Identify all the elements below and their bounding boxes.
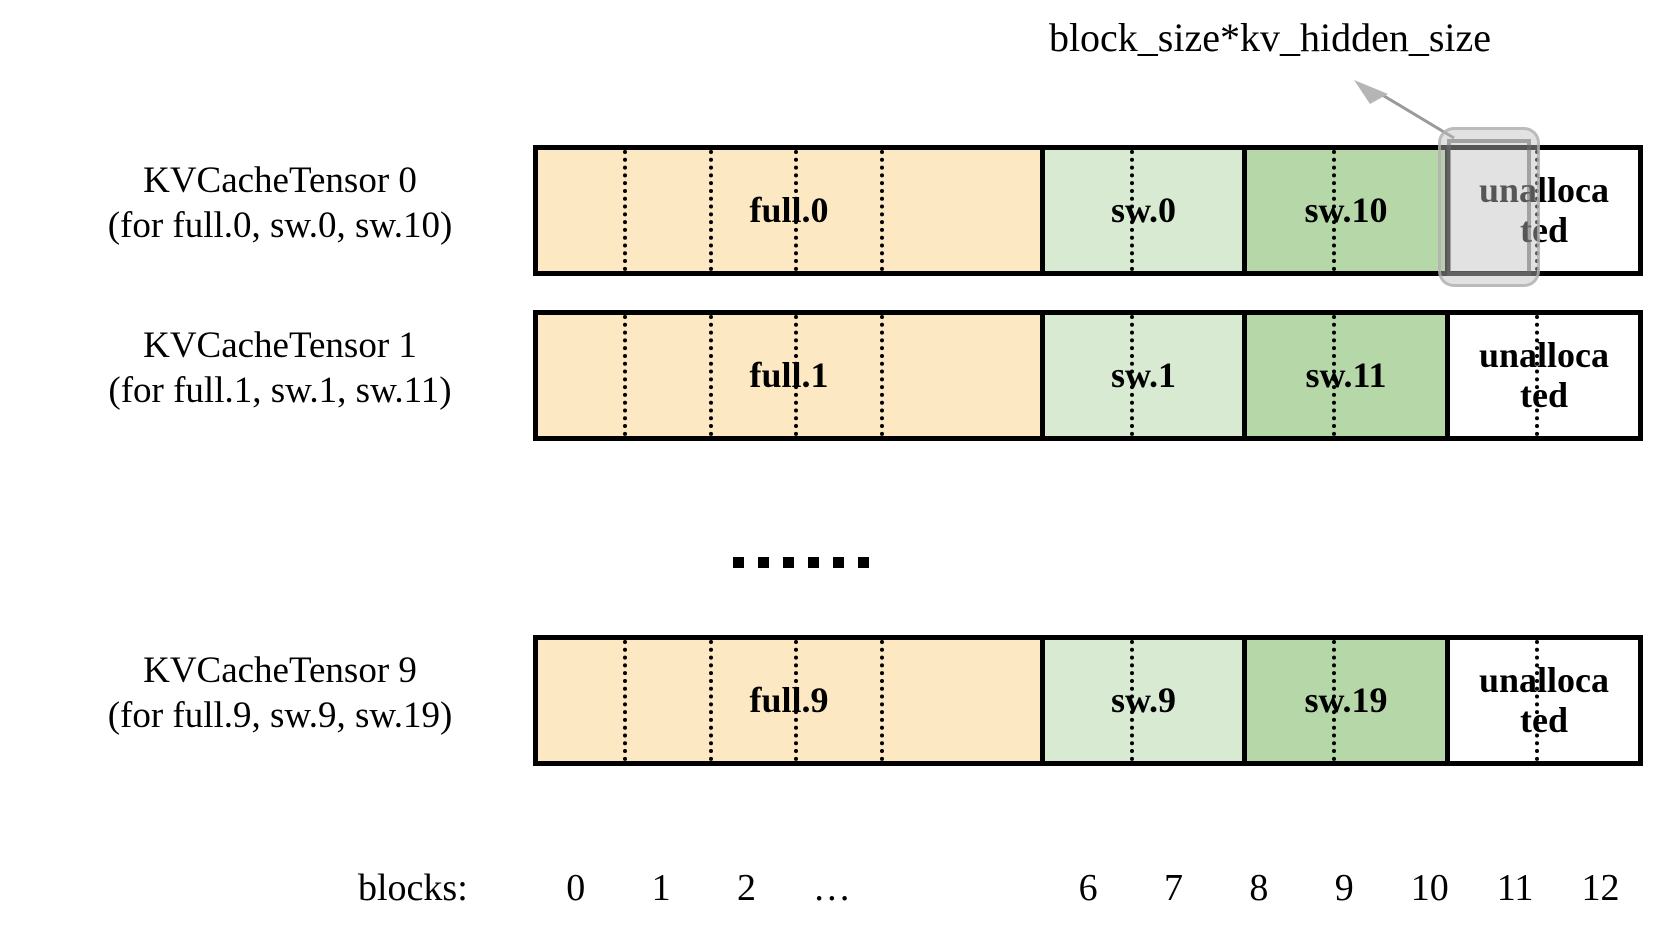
segment-sw-dark-1[interactable]: sw.11 xyxy=(1247,315,1450,436)
axis-tick-10: 10 xyxy=(1410,867,1449,909)
segment-sw-dark-2[interactable]: sw.19 xyxy=(1247,640,1450,761)
segment-label: full.9 xyxy=(749,679,829,720)
row-label-0-line1: KVCacheTensor 0 xyxy=(143,160,417,201)
row-label-2: KVCacheTensor 9 (for full.9, sw.9, sw.19… xyxy=(30,648,530,738)
segment-label: unalloca ted xyxy=(1478,659,1610,740)
ellipsis-dot xyxy=(783,557,794,568)
block-highlight-box[interactable] xyxy=(1438,127,1540,287)
segment-sw-light-0[interactable]: sw.0 xyxy=(1045,150,1247,271)
axis-tick-3: … xyxy=(812,867,851,909)
ellipsis-dot xyxy=(858,557,869,568)
segment-label: full.1 xyxy=(749,354,829,395)
ellipsis-dot xyxy=(758,557,769,568)
axis-tick-2: 2 xyxy=(736,867,756,909)
row-label-2-line1: KVCacheTensor 9 xyxy=(143,650,417,691)
segment-label: sw.11 xyxy=(1305,354,1387,395)
segment-unallocated-2[interactable]: unalloca ted xyxy=(1450,640,1638,761)
row-label-2-line2: (for full.9, sw.9, sw.19) xyxy=(107,695,453,737)
row-label-0: KVCacheTensor 0 (for full.0, sw.0, sw.10… xyxy=(30,158,530,248)
ellipsis-dot xyxy=(833,557,844,568)
axis-tick-9: 9 xyxy=(1334,867,1354,909)
block-highlight-inner-border xyxy=(1447,139,1531,276)
segment-sw-light-1[interactable]: sw.1 xyxy=(1045,315,1247,436)
axis-tick-6: 6 xyxy=(1078,867,1098,909)
annotation-label: block_size*kv_hidden_size xyxy=(1048,15,1492,60)
axis-tick-12: 12 xyxy=(1581,867,1620,909)
segment-unallocated-1[interactable]: unalloca ted xyxy=(1450,315,1638,436)
annotation-arrow-icon xyxy=(1354,80,1455,140)
segment-label: sw.9 xyxy=(1110,679,1177,720)
segment-sw-dark-0[interactable]: sw.10 xyxy=(1247,150,1450,271)
segment-label: sw.1 xyxy=(1110,354,1177,395)
segment-label: sw.10 xyxy=(1304,189,1388,230)
axis-tick-row: 0 1 2 … 6 7 8 9 10 11 12 xyxy=(533,866,1643,914)
row-label-1-line2: (for full.1, sw.1, sw.11) xyxy=(108,370,452,412)
axis-tick-0: 0 xyxy=(566,867,586,909)
tensor-bar-1[interactable]: full.1 sw.1 sw.11 unalloca ted xyxy=(533,310,1643,441)
segment-full-2[interactable]: full.9 xyxy=(538,640,1045,761)
axis-tick-7: 7 xyxy=(1163,867,1183,909)
row-label-0-line2: (for full.0, sw.0, sw.10) xyxy=(107,205,453,247)
segment-full-0[interactable]: full.0 xyxy=(538,150,1045,271)
segment-label: full.0 xyxy=(749,189,829,230)
segment-full-1[interactable]: full.1 xyxy=(538,315,1045,436)
ellipsis-dot xyxy=(808,557,819,568)
row-label-1: KVCacheTensor 1 (for full.1, sw.1, sw.11… xyxy=(30,323,530,413)
axis-title: blocks: xyxy=(358,867,468,909)
segment-label: unalloca ted xyxy=(1478,334,1610,415)
segment-label: sw.0 xyxy=(1110,189,1177,230)
ellipsis-dot xyxy=(733,557,744,568)
segment-label: sw.19 xyxy=(1304,679,1388,720)
row-label-1-line1: KVCacheTensor 1 xyxy=(143,325,417,366)
axis-tick-8: 8 xyxy=(1249,867,1269,909)
axis-tick-1: 1 xyxy=(651,867,671,909)
axis-tick-11: 11 xyxy=(1496,867,1534,909)
vertical-ellipsis xyxy=(733,557,869,568)
tensor-bar-2[interactable]: full.9 sw.9 sw.19 unalloca ted xyxy=(533,635,1643,766)
segment-sw-light-2[interactable]: sw.9 xyxy=(1045,640,1247,761)
